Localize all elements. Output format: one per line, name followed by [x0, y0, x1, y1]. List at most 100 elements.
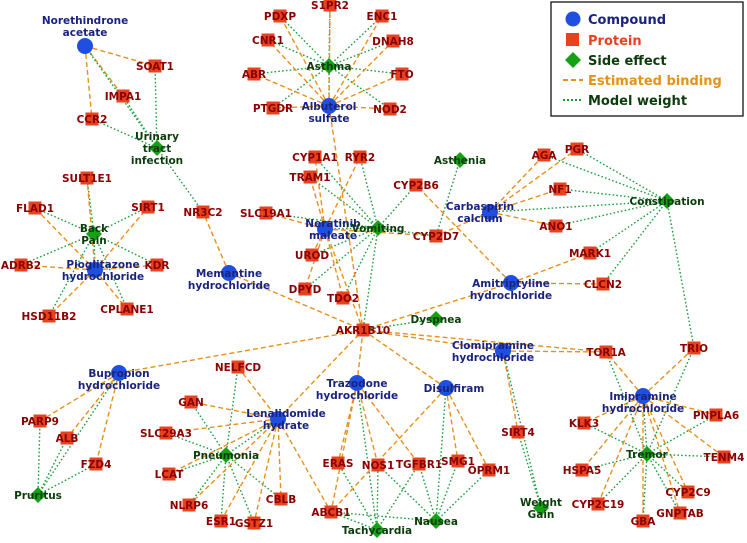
edge-pioglitazone-sult1e1	[86, 177, 96, 271]
edge-pruritus-bupropion	[37, 372, 120, 496]
node-dnah8: DNAH8	[372, 34, 414, 48]
edge-albuterol-abr	[253, 73, 330, 107]
protein-marker	[575, 463, 589, 477]
node-label: NF1	[548, 184, 571, 196]
node-cyp2c9: CYP2C9	[665, 485, 711, 499]
edge-lenalidomide-gstz1	[253, 418, 279, 524]
edge-trazodone-tgfbr1	[356, 382, 420, 465]
edge-vomiting-ryr2	[359, 156, 379, 229]
node-label: NOD2	[373, 104, 407, 116]
protein-marker	[709, 408, 723, 422]
protein-marker	[150, 258, 164, 272]
node-ptgdr: PTGDR	[253, 101, 293, 115]
node-label: GNPTAB	[656, 508, 704, 520]
node-label: SMG1	[441, 456, 475, 468]
protein-marker	[308, 150, 322, 164]
node-label: KLK3	[569, 418, 599, 430]
edge-clomipramine-sirt4	[502, 350, 519, 433]
node-cblb: CBLB	[266, 492, 296, 506]
protein-marker	[386, 34, 400, 48]
node-nlrp6: NLRP6	[170, 498, 209, 512]
node-label: SOAT1	[136, 61, 174, 73]
node-nf1: NF1	[548, 182, 572, 196]
edge-vomiting-cyp1a1	[314, 156, 379, 229]
edge-imipramine-cyp2c9	[642, 395, 689, 493]
side-effect-marker	[428, 513, 444, 529]
protein-marker	[395, 67, 409, 81]
protein-marker	[214, 514, 228, 528]
protein-marker	[599, 345, 613, 359]
protein-marker	[141, 200, 155, 214]
edge-pioglitazone-hsd11b2	[48, 269, 96, 317]
edge-trazodone-akr1b10	[356, 329, 364, 384]
side-effect-marker	[452, 152, 468, 168]
node-sirt4: SIRT4	[501, 425, 535, 439]
node-flad1: FLAD1	[16, 201, 54, 215]
edge-tremor-tenm4	[646, 453, 725, 458]
node-label: CYP2B6	[393, 180, 439, 192]
edge-backpain-kdr	[93, 233, 158, 266]
edge-disulfiram-abcb1	[330, 387, 447, 513]
node-vomiting: Vomiting	[352, 220, 405, 236]
node-label: GAN	[178, 397, 204, 409]
node-tdo2: TDO2	[327, 291, 359, 305]
edge-lenalidomide-lcat	[168, 418, 279, 475]
protein-marker	[383, 102, 397, 116]
compound-marker	[317, 221, 333, 237]
legend-compound-marker	[565, 11, 581, 27]
edge-albuterol-s1pr2	[328, 4, 331, 107]
node-pgr: PGR	[565, 142, 589, 156]
node-cyp2d7: CYP2D7	[413, 229, 459, 243]
edge-asthma-pdxp	[279, 15, 330, 67]
node-klk3: KLK3	[569, 416, 599, 430]
edge-memantine-nr3c2	[202, 211, 230, 274]
legend-estimated-binding-label: Estimated binding	[588, 74, 722, 89]
edge-pioglitazone-sirt1	[94, 206, 149, 271]
edge-bupropion-akr1b10	[118, 329, 364, 374]
node-label: Vomiting	[352, 223, 405, 235]
protein-marker	[409, 178, 423, 192]
edge-dyspnea-akr1b10	[362, 318, 437, 331]
edge-akr1b10-tor1a	[362, 329, 607, 353]
protein-marker	[261, 33, 275, 47]
edge-neratinib-dpyd	[304, 228, 326, 290]
node-label: NR3C2	[183, 207, 222, 219]
edge-pneumonia-gstz1	[225, 454, 255, 524]
edge-lenalidomide-nlrp6	[188, 418, 279, 506]
edge-carbaspirin-pgr	[489, 148, 578, 213]
node-pdxp: PDXP	[264, 9, 296, 23]
node-label: CNR1	[252, 35, 284, 47]
compound-marker	[495, 343, 511, 359]
edge-vomiting-dpyd	[304, 227, 379, 290]
node-label: HSPA5	[563, 465, 602, 477]
edge-memantine-akr1b10	[228, 272, 364, 331]
side-effect-marker	[321, 58, 337, 74]
node-label: NLRP6	[170, 500, 209, 512]
node-tachycardia: Tachycardia	[342, 522, 412, 538]
edge-albuterol-enc1	[328, 15, 383, 107]
node-dyspnea: Dyspnea	[410, 311, 462, 327]
side-effect-marker	[369, 522, 385, 538]
node-tgfbr1: TGFBR1	[396, 457, 442, 471]
edge-trazodone-abcb1	[330, 382, 358, 513]
protein-marker	[80, 171, 94, 185]
node-tenm4: TENM4	[704, 450, 744, 464]
node-label: CCR2	[77, 114, 108, 126]
edge-trazodone-eras	[337, 382, 358, 464]
edge-pneumonia-lenalidomide	[225, 418, 279, 456]
node-trio: TRIO	[680, 341, 708, 355]
node-label: CYP2C9	[665, 487, 710, 499]
edge-nausea-nos1	[377, 464, 437, 522]
node-label: MARK1	[569, 248, 611, 260]
protein-marker	[591, 497, 605, 511]
edge-carbaspirin-cyp2d7	[435, 211, 491, 237]
